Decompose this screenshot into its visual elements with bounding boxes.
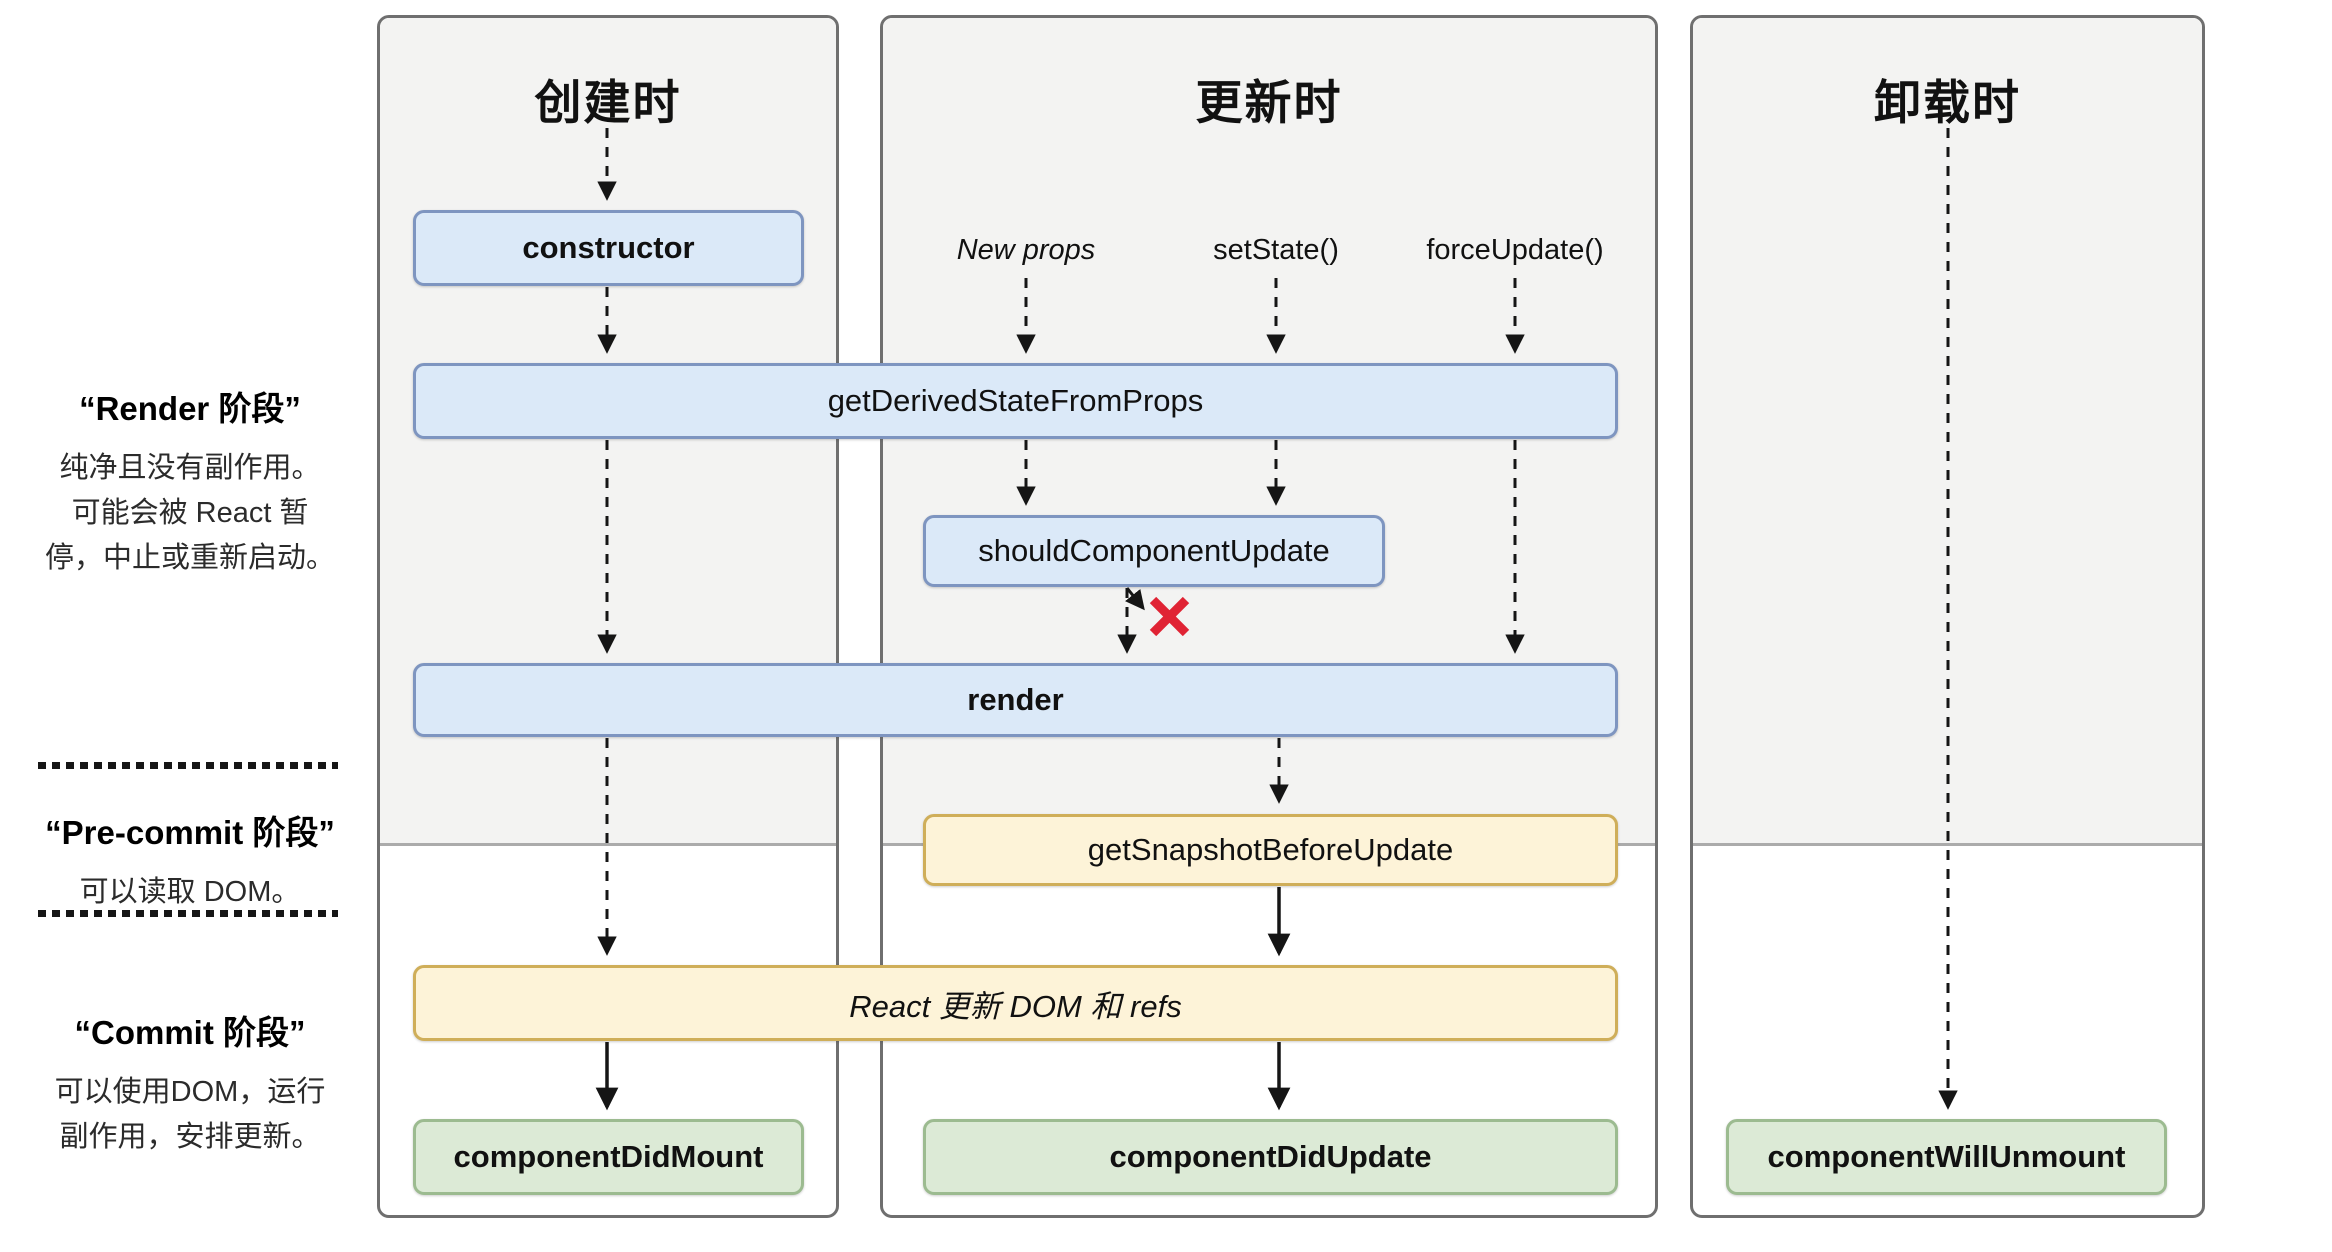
node-constructor: constructor: [413, 210, 804, 286]
pre-commit-phase-description: 可以读取 DOM。: [28, 870, 352, 915]
commit-phase-line-1: 可以使用DOM，运行: [54, 1076, 326, 1108]
column-title-mounting: 创建时: [534, 76, 682, 129]
commit-phase-line-2: 副作用，安排更新。: [59, 1120, 321, 1153]
commit-phase-note: “Commit 阶段” 可以使用DOM，运行 副作用，安排更新。: [28, 1006, 352, 1160]
commit-phase-title: “Commit 阶段”: [74, 1014, 306, 1051]
render-phase-title: “Render 阶段”: [79, 390, 301, 427]
commit-phase-description: 可以使用DOM，运行 副作用，安排更新。: [28, 1070, 352, 1160]
node-getderivedstatefromprops: getDerivedStateFromProps: [413, 363, 1618, 439]
pre-commit-separator-bottom: [38, 910, 338, 917]
node-render: render: [413, 663, 1618, 737]
trigger-forceupdate: forceUpdate(): [1426, 234, 1604, 266]
render-phase-note: “Render 阶段” 纯净且没有副作用。 可能会被 React 暂 停，中止或…: [28, 382, 352, 581]
render-phase-line-1: 纯净且没有副作用。: [59, 452, 321, 484]
column-title-updating: 更新时: [1195, 76, 1343, 129]
render-phase-zone-unmounting: [1693, 18, 2202, 846]
pre-commit-phase-note: “Pre-commit 阶段” 可以读取 DOM。: [28, 806, 352, 915]
render-phase-line-3: 停，中止或重新启动。: [44, 541, 335, 574]
node-componentdidupdate: componentDidUpdate: [923, 1119, 1618, 1195]
render-phase-description: 纯净且没有副作用。 可能会被 React 暂 停，中止或重新启动。: [28, 446, 352, 581]
node-getsnapshotbeforeupdate: getSnapshotBeforeUpdate: [923, 814, 1618, 886]
trigger-new-props: New props: [956, 234, 1096, 266]
node-componentdidmount: componentDidMount: [413, 1119, 804, 1195]
trigger-setstate: setState(): [1213, 234, 1339, 266]
node-react-updates-dom-refs: React 更新 DOM 和 refs: [413, 965, 1618, 1041]
pre-commit-phase-line-1: 可以读取 DOM。: [79, 876, 301, 908]
node-shouldcomponentupdate: shouldComponentUpdate: [923, 515, 1385, 587]
render-phase-line-2: 可能会被 React 暂: [71, 496, 309, 529]
pre-commit-phase-title: “Pre-commit 阶段”: [45, 814, 335, 851]
pre-commit-separator-top: [38, 762, 338, 769]
column-unmounting: 卸载时: [1690, 15, 2205, 1218]
column-title-unmounting: 卸载时: [1874, 76, 2021, 129]
node-componentwillunmount: componentWillUnmount: [1726, 1119, 2167, 1195]
